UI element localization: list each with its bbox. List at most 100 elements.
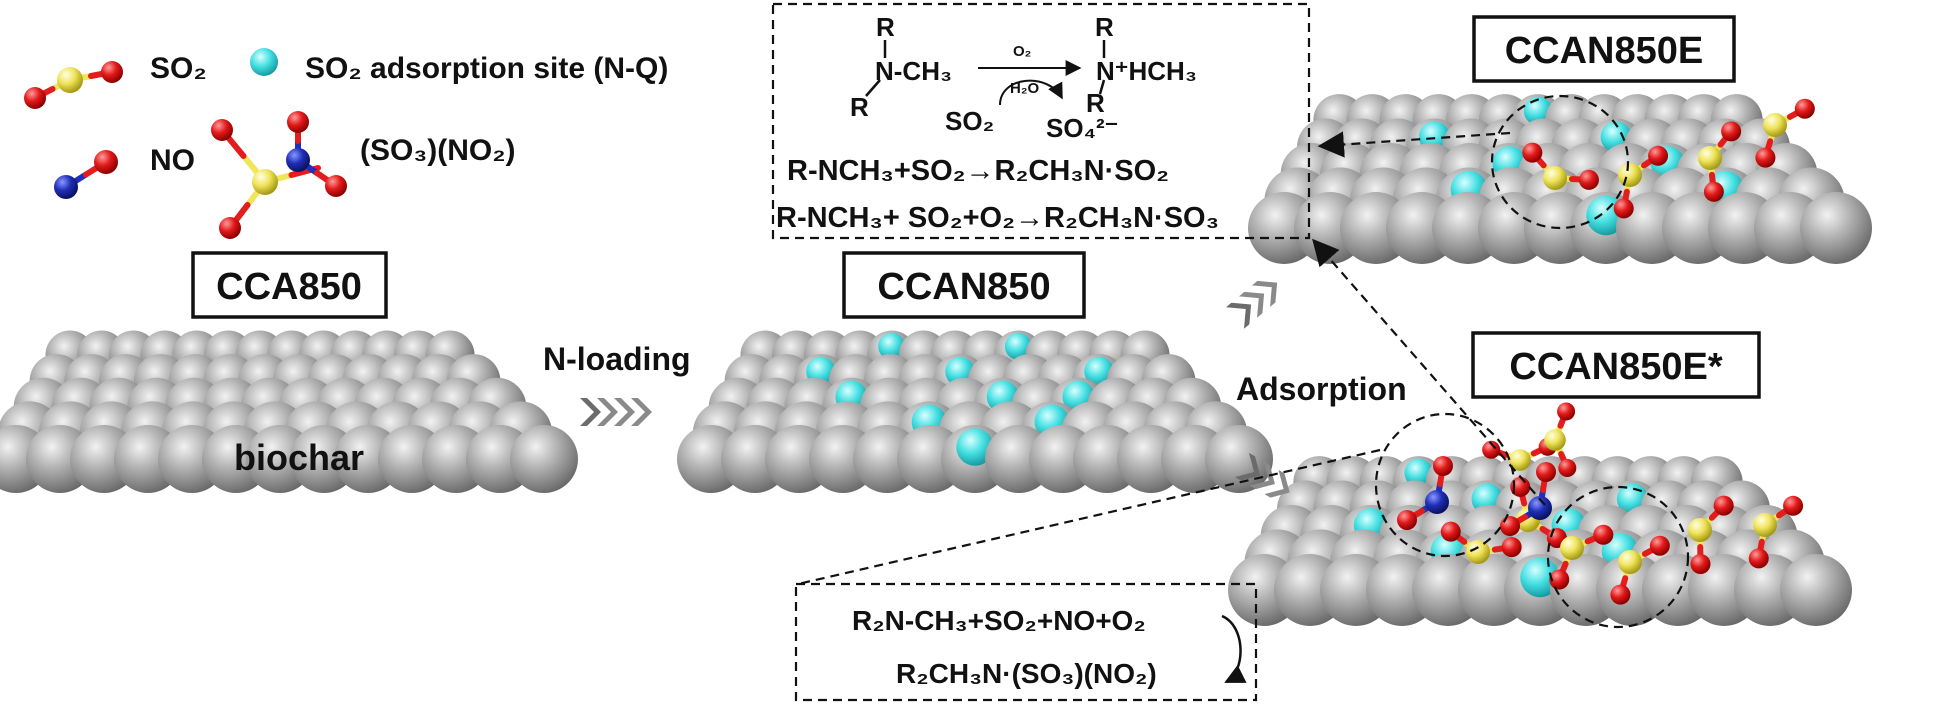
mech-o2: O₂ xyxy=(1013,43,1031,60)
adsorption-site xyxy=(1520,557,1560,598)
mech-r-top: R xyxy=(876,12,895,42)
adsorption-site xyxy=(956,428,994,466)
mech-n-ch3: N-CH₃ xyxy=(875,56,952,86)
oxygen-atom xyxy=(325,175,347,197)
oxygen-atom xyxy=(1748,548,1769,569)
oxygen-atom xyxy=(287,111,309,133)
chevron-arrow xyxy=(580,398,652,426)
sulfur-atom xyxy=(1698,146,1722,170)
sulfur-atom xyxy=(1544,429,1566,451)
oxygen-atom xyxy=(101,61,123,83)
oxygen-atom xyxy=(1613,198,1634,219)
chevron xyxy=(1226,302,1252,329)
legend-so2-label: SO₂ xyxy=(150,52,207,85)
oxygen-atom xyxy=(1593,524,1614,545)
oxygen-atom xyxy=(1558,459,1577,478)
equation-3-products: R₂CH₃N·(SO₃)(NO₂) xyxy=(896,658,1157,689)
sulfur-atom xyxy=(1618,550,1642,574)
carbon-sphere xyxy=(1800,192,1872,264)
mech-curved-arrow xyxy=(999,79,1063,106)
highlight-circle-estar-right xyxy=(1546,485,1690,629)
highlight-circle-e xyxy=(1490,94,1630,230)
mech-so2-in: SO₂ xyxy=(945,106,994,136)
oxygen-atom xyxy=(1649,535,1670,556)
legend-no-label: NO xyxy=(150,144,195,177)
process-chevrons xyxy=(580,280,1290,498)
oxygen-atom xyxy=(1397,510,1417,530)
biochar-slab-ccan850 xyxy=(677,330,1273,493)
sulfur-atom xyxy=(252,169,278,195)
mech-r-right: R xyxy=(1095,12,1114,42)
stage-label-ccan850e-star: CCAN850E* xyxy=(1509,346,1723,388)
legend-site-label: SO₂ adsorption site (N-Q) xyxy=(305,52,668,85)
mech-product: N⁺HCH₃ xyxy=(1096,56,1197,86)
oxygen-atom xyxy=(1536,462,1556,482)
legend-molecule-icons xyxy=(24,48,347,239)
biochar-label: biochar xyxy=(234,437,364,478)
oxygen-atom xyxy=(1721,121,1742,142)
oxygen-atom xyxy=(1578,169,1599,190)
reaction-box-bottom xyxy=(794,582,1258,702)
sulfur-atom xyxy=(1753,513,1777,537)
highlight-circle-estar-left xyxy=(1374,412,1516,558)
sulfur-atom xyxy=(1509,449,1531,471)
adsorption-label: Adsorption xyxy=(1236,371,1407,407)
chevron xyxy=(1235,452,1261,481)
nitrogen-atom xyxy=(54,175,78,199)
mech-bond-right-bottom xyxy=(1098,79,1106,95)
carbon-sphere xyxy=(510,425,578,493)
oxygen-atom xyxy=(1501,537,1522,558)
oxygen-atom xyxy=(219,217,241,239)
mech-r-bottom: R xyxy=(1086,88,1105,118)
oxygen-atom xyxy=(1440,521,1461,542)
stage-label-ccan850e: CCAN850E xyxy=(1505,30,1704,72)
stage-box-cca850 xyxy=(191,251,388,319)
nitrogen-atom xyxy=(1425,490,1449,514)
sulfur-atom xyxy=(1543,166,1567,190)
sulfur-atom xyxy=(1560,536,1584,560)
chevron-arrow xyxy=(1226,280,1278,329)
adsorption-site xyxy=(1004,332,1032,360)
connector-e-to-mechanism xyxy=(1317,131,1511,158)
nitrogen-atom xyxy=(1528,496,1552,520)
sulfur-atom xyxy=(1763,113,1787,137)
adsorption-site xyxy=(1084,356,1114,387)
legend-so3no2-label: (SO₃)(NO₂) xyxy=(360,134,516,167)
chevron-arrow xyxy=(1235,452,1290,498)
chevron xyxy=(597,398,618,426)
oxygen-atom xyxy=(1648,145,1669,166)
sulfur-atom xyxy=(1688,518,1712,542)
stage-box-ccan850e xyxy=(1472,15,1736,83)
oxygen-atom xyxy=(1794,98,1815,119)
chevron xyxy=(1239,291,1265,318)
carbon-sphere xyxy=(1780,554,1852,626)
equation-3-arrow xyxy=(1221,614,1247,684)
oxygen-atom xyxy=(1690,553,1711,574)
adsorbed-so2-molecules-e xyxy=(1522,98,1815,219)
mech-so4: SO₄²⁻ xyxy=(1046,113,1118,143)
mech-r-left: R xyxy=(850,92,869,122)
connector-estar-to-reaction xyxy=(797,448,1381,586)
oxygen-atom xyxy=(1713,495,1734,516)
oxygen-atom xyxy=(1783,495,1804,516)
sulfur-atom xyxy=(1466,540,1490,564)
sulfur-atom xyxy=(57,67,83,93)
biochar-slab-cca850 xyxy=(0,330,578,493)
connector-estar-to-mechanism xyxy=(1312,238,1546,506)
adsorption-site xyxy=(1523,96,1553,126)
stage-box-ccan850e-star xyxy=(1471,331,1761,399)
oxygen-atom xyxy=(1755,147,1776,168)
biochar-slab-ccan850e-star xyxy=(1228,456,1852,626)
stage-label-cca850: CCA850 xyxy=(216,266,362,308)
stage-label-ccan850: CCAN850 xyxy=(877,266,1050,308)
oxygen-atom xyxy=(1557,402,1576,421)
chevron xyxy=(1264,469,1290,498)
mech-bond-left xyxy=(865,79,881,97)
oxygen-atom xyxy=(1433,456,1453,476)
chevron xyxy=(614,398,635,426)
oxygen-atom xyxy=(1522,142,1543,163)
adsorption-site xyxy=(878,332,906,360)
chevron xyxy=(1252,280,1278,307)
equation-1: R-NCH₃+SO₂→R₂CH₃N·SO₂ xyxy=(787,155,1169,187)
n-loading-label: N-loading xyxy=(543,341,691,377)
